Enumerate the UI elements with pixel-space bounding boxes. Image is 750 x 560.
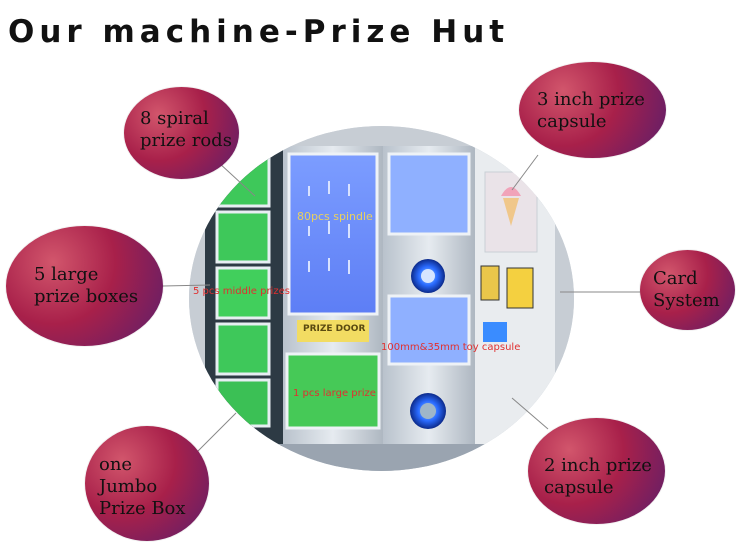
overlay-spindle: 80pcs spindle <box>297 210 373 223</box>
overlay-prize-door: PRIZE DOOR <box>303 324 366 334</box>
machine-photo: 80pcs spindle 5 pcs middle prizes PRIZE … <box>189 126 574 471</box>
overlay-toy-capsule: 100mm&35mm toy capsule <box>381 342 521 353</box>
callout-large-boxes: 5 large prize boxes <box>6 226 163 346</box>
callout-3inch-capsule-label: 3 inch prize capsule <box>537 89 645 132</box>
callout-spiral-rods-label: 8 spiral prize rods <box>140 108 232 151</box>
overlay-large-prize: 1 pcs large prize <box>293 388 376 399</box>
callout-card-system: Card System <box>640 250 735 330</box>
callout-2inch-capsule-label: 2 inch prize capsule <box>544 455 652 498</box>
overlay-middle-prizes: 5 pcs middle prizes <box>193 286 290 297</box>
callout-spiral-rods: 8 spiral prize rods <box>124 87 239 179</box>
callout-2inch-capsule: 2 inch prize capsule <box>528 418 665 524</box>
callout-3inch-capsule: 3 inch prize capsule <box>519 62 666 158</box>
locker-column <box>215 154 271 428</box>
callout-large-boxes-label: 5 large prize boxes <box>34 264 139 307</box>
callout-jumbo-box: one Jumbo Prize Box <box>85 426 209 541</box>
page-title: Our machine-Prize Hut <box>8 14 510 50</box>
callout-jumbo-box-label: one Jumbo Prize Box <box>99 454 186 519</box>
callout-card-system-label: Card System <box>653 268 720 311</box>
